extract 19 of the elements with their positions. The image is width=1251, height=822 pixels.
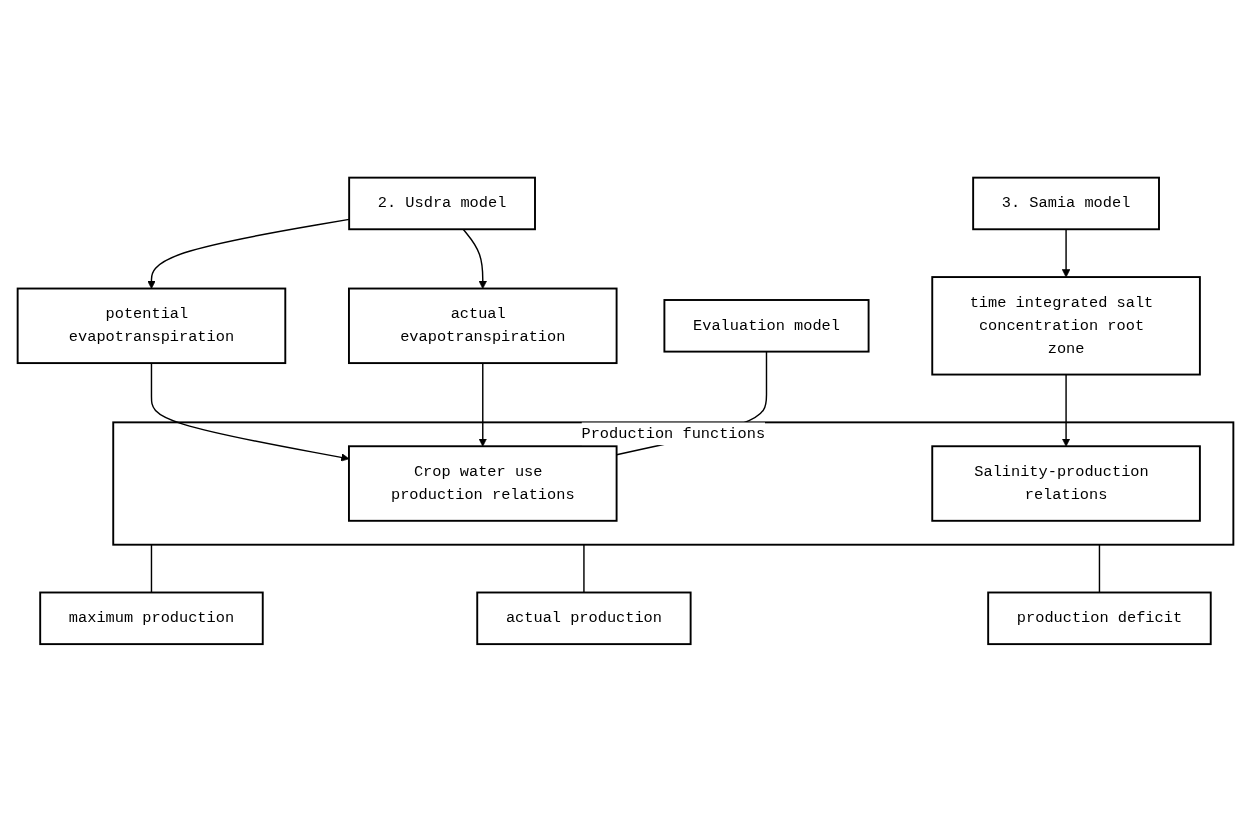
node-box: Evaluation model <box>663 299 870 353</box>
node-box: Crop water use production relations <box>348 445 618 522</box>
connector <box>1098 544 1101 594</box>
node-box: potential evapotranspiration <box>16 287 287 365</box>
arrow <box>147 218 350 289</box>
node-box: actual production <box>476 591 692 646</box>
node-box: maximum production <box>39 591 264 646</box>
connector <box>150 544 153 594</box>
node-box: 3. Samia model <box>972 176 1160 231</box>
node-box: Salinity-production relations <box>931 445 1201 522</box>
node-box: time integrated salt concentration root zone <box>931 276 1201 376</box>
arrow <box>1061 228 1071 278</box>
node-box: production deficit <box>987 591 1212 646</box>
arrow <box>1061 373 1071 447</box>
arrow <box>478 362 487 447</box>
connector <box>583 544 585 594</box>
arrow <box>462 228 487 289</box>
node-box: actual evapotranspiration <box>348 287 618 365</box>
node-box: 2. Usdra model <box>348 176 536 231</box>
